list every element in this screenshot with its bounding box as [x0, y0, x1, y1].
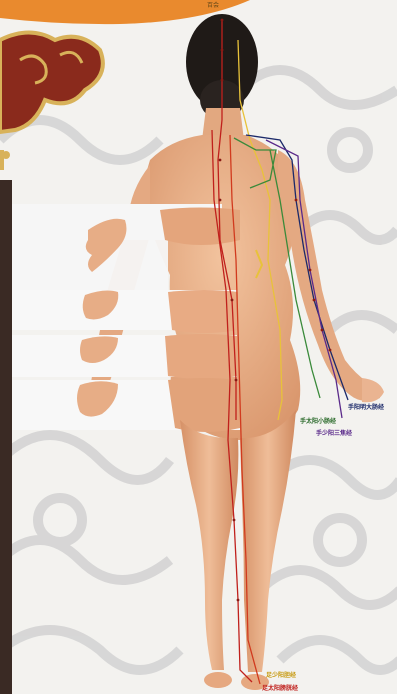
left-strip	[0, 180, 12, 694]
small-intestine-label: 手太阳小肠经	[300, 418, 336, 425]
large-intestine-label: 手阳明大肠经	[348, 404, 384, 411]
torso-segments	[160, 208, 240, 433]
foot-label-2: 足太阳膀胱经	[262, 685, 298, 692]
left-foot	[204, 672, 232, 688]
foot-label-1: 足少阳胆经	[266, 672, 296, 679]
right-hand	[362, 378, 384, 402]
triple-burner-label: 手少阳三焦经	[316, 430, 352, 437]
head-top-label: 百会	[207, 2, 219, 9]
